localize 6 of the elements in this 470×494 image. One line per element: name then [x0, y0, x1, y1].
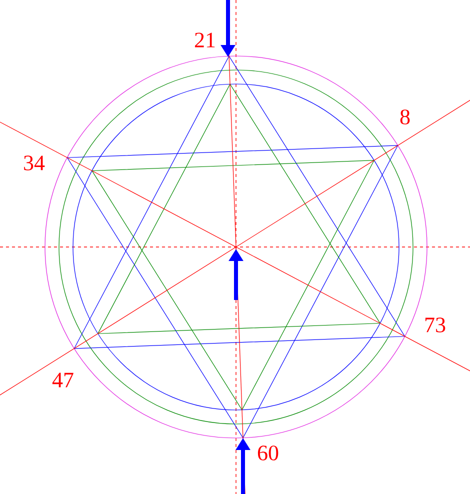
- point-label: 60: [258, 446, 278, 460]
- point-label: 34: [24, 156, 45, 170]
- point-label: 21: [194, 32, 215, 48]
- point-label: 8: [400, 110, 410, 124]
- point-label: 47: [52, 372, 74, 388]
- point-label: 73: [425, 318, 446, 332]
